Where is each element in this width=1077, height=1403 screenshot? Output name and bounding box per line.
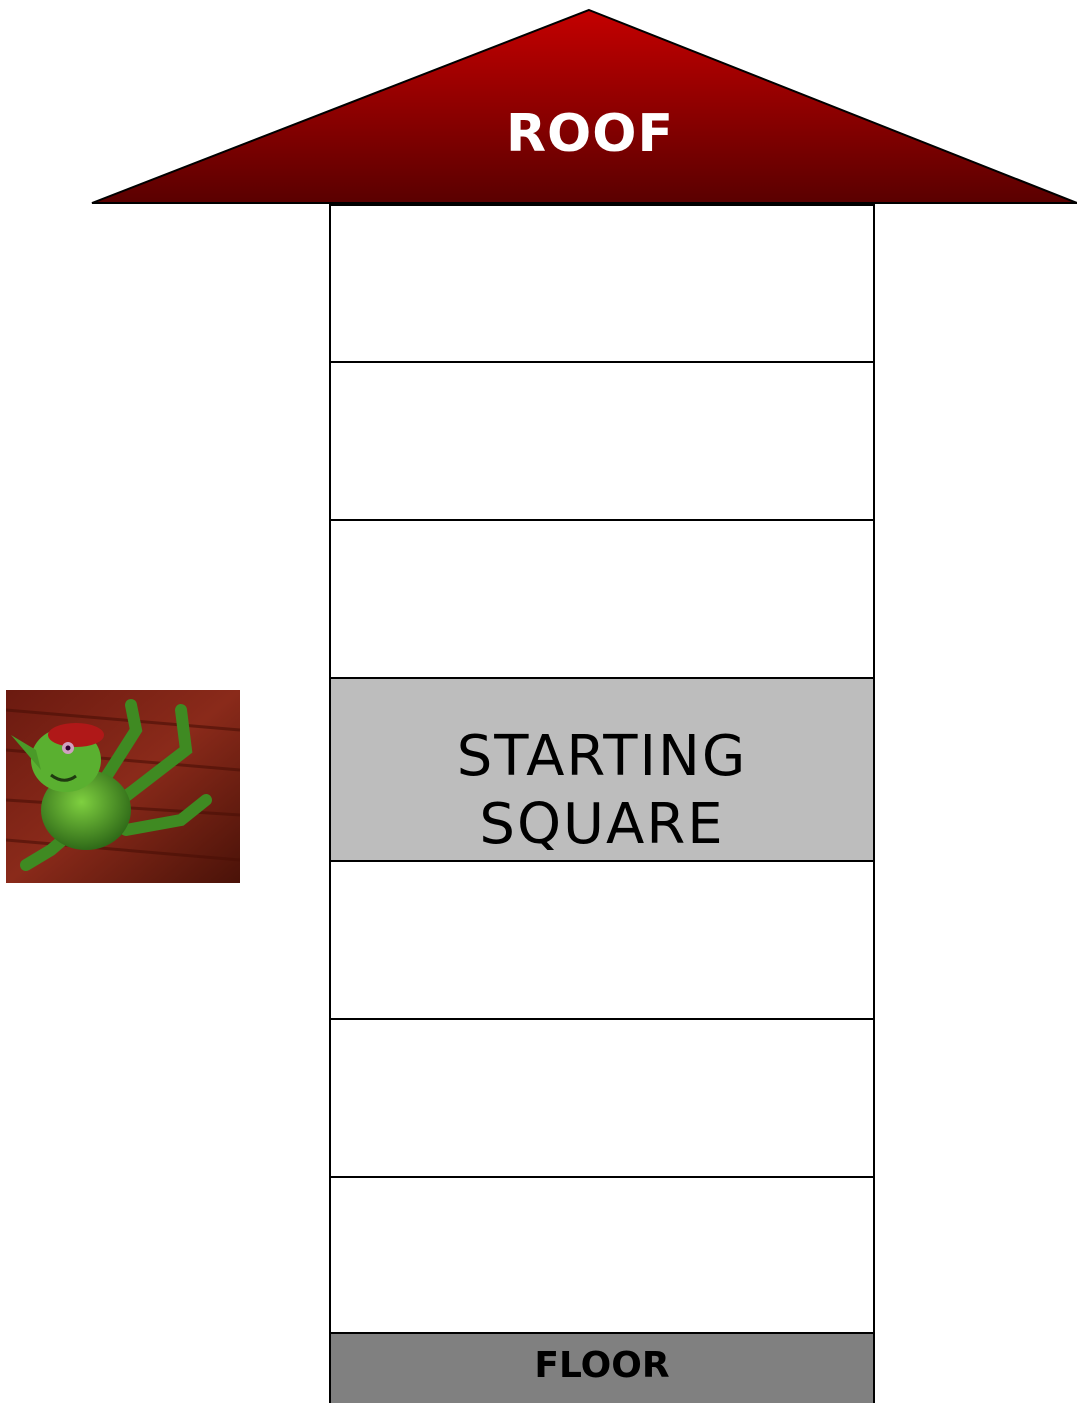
- floor-label: FLOOR: [331, 1348, 873, 1384]
- ladder-square-6[interactable]: [331, 1018, 873, 1177]
- starting-square[interactable]: STARTING SQUARE: [331, 677, 873, 862]
- ladder-square-1[interactable]: [331, 204, 873, 363]
- roof-label: ROOF: [440, 108, 740, 160]
- ladder-column: STARTING SQUARE FLOOR: [329, 204, 875, 1403]
- starting-square-label: STARTING SQUARE: [331, 723, 873, 859]
- ladder-square-2[interactable]: [331, 361, 873, 520]
- goblin-token-icon[interactable]: [6, 690, 240, 883]
- goblin-image: [6, 690, 240, 883]
- ladder-square-5[interactable]: [331, 860, 873, 1019]
- floor-square[interactable]: FLOOR: [331, 1332, 873, 1403]
- starting-square-label-line2: SQUARE: [331, 791, 873, 859]
- ladder-square-7[interactable]: [331, 1176, 873, 1334]
- starting-square-label-line1: STARTING: [331, 723, 873, 791]
- ladder-square-3[interactable]: [331, 519, 873, 678]
